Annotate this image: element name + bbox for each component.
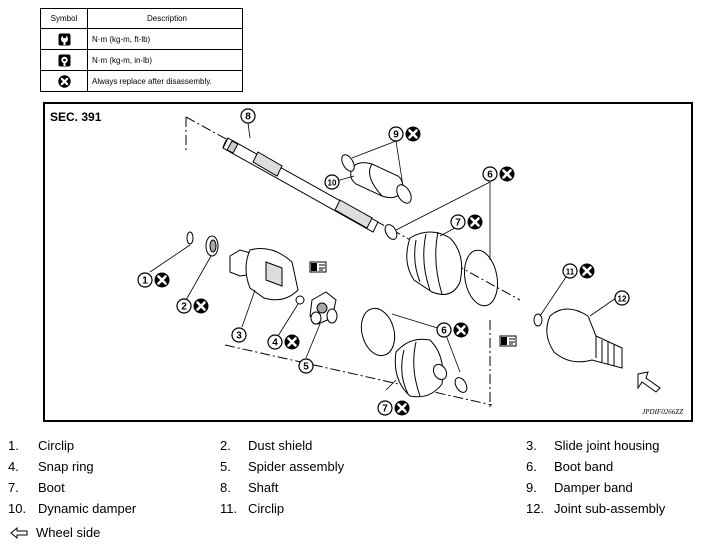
callout-number: 3 <box>236 331 242 342</box>
dynamic-damper <box>341 154 412 204</box>
callout-number: 2 <box>181 302 187 313</box>
callout-number: 10 <box>328 179 337 188</box>
callout-1: 1 <box>137 271 171 289</box>
part-number: 2. <box>220 438 231 453</box>
callout-number: 7 <box>455 218 461 229</box>
replace-x-icon <box>452 321 470 339</box>
part-number: 9. <box>526 480 537 495</box>
legend-description: Always replace after disassembly. <box>87 70 243 92</box>
part-name: Damper band <box>554 480 633 495</box>
callout-12: 12 <box>614 290 630 306</box>
part-number: 11. <box>220 501 238 516</box>
part-name: Spider assembly <box>248 459 345 474</box>
leader-lines <box>149 122 617 391</box>
replace-x-icon <box>498 165 516 183</box>
callout-3: 3 <box>231 327 247 343</box>
replace-x-icon <box>578 262 596 280</box>
replace-x-icon <box>404 125 422 143</box>
section-label: SEC. 391 <box>50 110 102 124</box>
part-number: 12. <box>526 501 545 516</box>
part-number: 1. <box>8 438 19 453</box>
callout-6: 6 <box>482 165 516 183</box>
callout-number: 4 <box>272 338 278 349</box>
part-name: Shaft <box>248 480 279 495</box>
wheel-side-label: Wheel side <box>36 525 101 541</box>
part-number: 6. <box>526 459 537 474</box>
exploded-view-figure: SEC. 391 JPDIF0266ZZ <box>43 102 693 422</box>
replace-x-icon <box>153 271 171 289</box>
callout-9: 9 <box>388 125 422 143</box>
shaft <box>222 137 379 233</box>
part-name: Slide joint housing <box>554 438 660 453</box>
legend-row: Always replace after disassembly. <box>40 70 243 92</box>
part-number: 10. <box>8 501 27 516</box>
part-name: Snap ring <box>38 459 94 474</box>
wrench-torque-small-icon <box>58 54 70 66</box>
part-number: 8. <box>220 480 231 495</box>
boot-outboard <box>360 307 468 398</box>
callout-number: 6 <box>441 326 447 337</box>
torque-spec-icon <box>499 335 517 347</box>
callout-7: 7 <box>450 213 484 231</box>
part-name: Boot <box>38 480 65 495</box>
arrow-left-outline-icon <box>10 526 28 539</box>
replace-x-icon <box>466 213 484 231</box>
callout-number: 5 <box>303 362 309 373</box>
callout-number: 9 <box>393 130 399 141</box>
replace-x-icon <box>57 74 71 88</box>
part-name: Dynamic damper <box>38 501 137 516</box>
wheel-side-arrow-icon <box>637 371 661 393</box>
figure-code: JPDIF0266ZZ <box>642 408 683 416</box>
callout-6: 6 <box>436 321 470 339</box>
part-number: 5. <box>220 459 231 474</box>
part-name: Dust shield <box>248 438 313 453</box>
callout-2: 2 <box>176 297 210 315</box>
wrench-torque-icon <box>58 33 70 45</box>
circlip-dust-shield <box>186 231 219 257</box>
symbol-legend-table: Symbol Description N·m (kg-m, ft-lb) N·m… <box>40 8 243 92</box>
spider-assembly <box>309 291 338 325</box>
replace-x-icon <box>283 333 301 351</box>
part-number: 4. <box>8 459 19 474</box>
callout-number: 1 <box>142 276 148 287</box>
callout-number: 6 <box>487 170 493 181</box>
callout-8: 8 <box>240 108 256 124</box>
boot-inboard <box>384 224 498 307</box>
wheel-side-legend: Wheel side <box>10 524 100 540</box>
part-name: Joint sub-assembly <box>554 501 666 516</box>
part-name: Boot band <box>554 459 614 474</box>
callout-10: 10 <box>324 174 340 190</box>
part-name: Circlip <box>248 501 285 516</box>
callout-number: 7 <box>382 404 388 415</box>
slide-joint-housing <box>229 248 305 305</box>
part-number: 7. <box>8 480 19 495</box>
callout-number: 8 <box>245 112 251 123</box>
callout-11: 11 <box>562 262 596 280</box>
callout-number: 11 <box>566 268 575 277</box>
legend-row: N·m (kg-m, ft-lb) <box>40 28 243 50</box>
callout-number: 12 <box>618 295 627 304</box>
replace-x-icon <box>393 399 411 417</box>
legend-header-row: Symbol Description <box>40 8 243 29</box>
callout-4: 4 <box>267 333 301 351</box>
joint-sub-assembly <box>533 308 623 369</box>
callout-7: 7 <box>377 399 411 417</box>
callout-5: 5 <box>298 358 314 374</box>
part-name: Circlip <box>38 438 75 453</box>
part-number: 3. <box>526 438 537 453</box>
replace-x-icon <box>192 297 210 315</box>
torque-spec-icon <box>309 261 327 273</box>
